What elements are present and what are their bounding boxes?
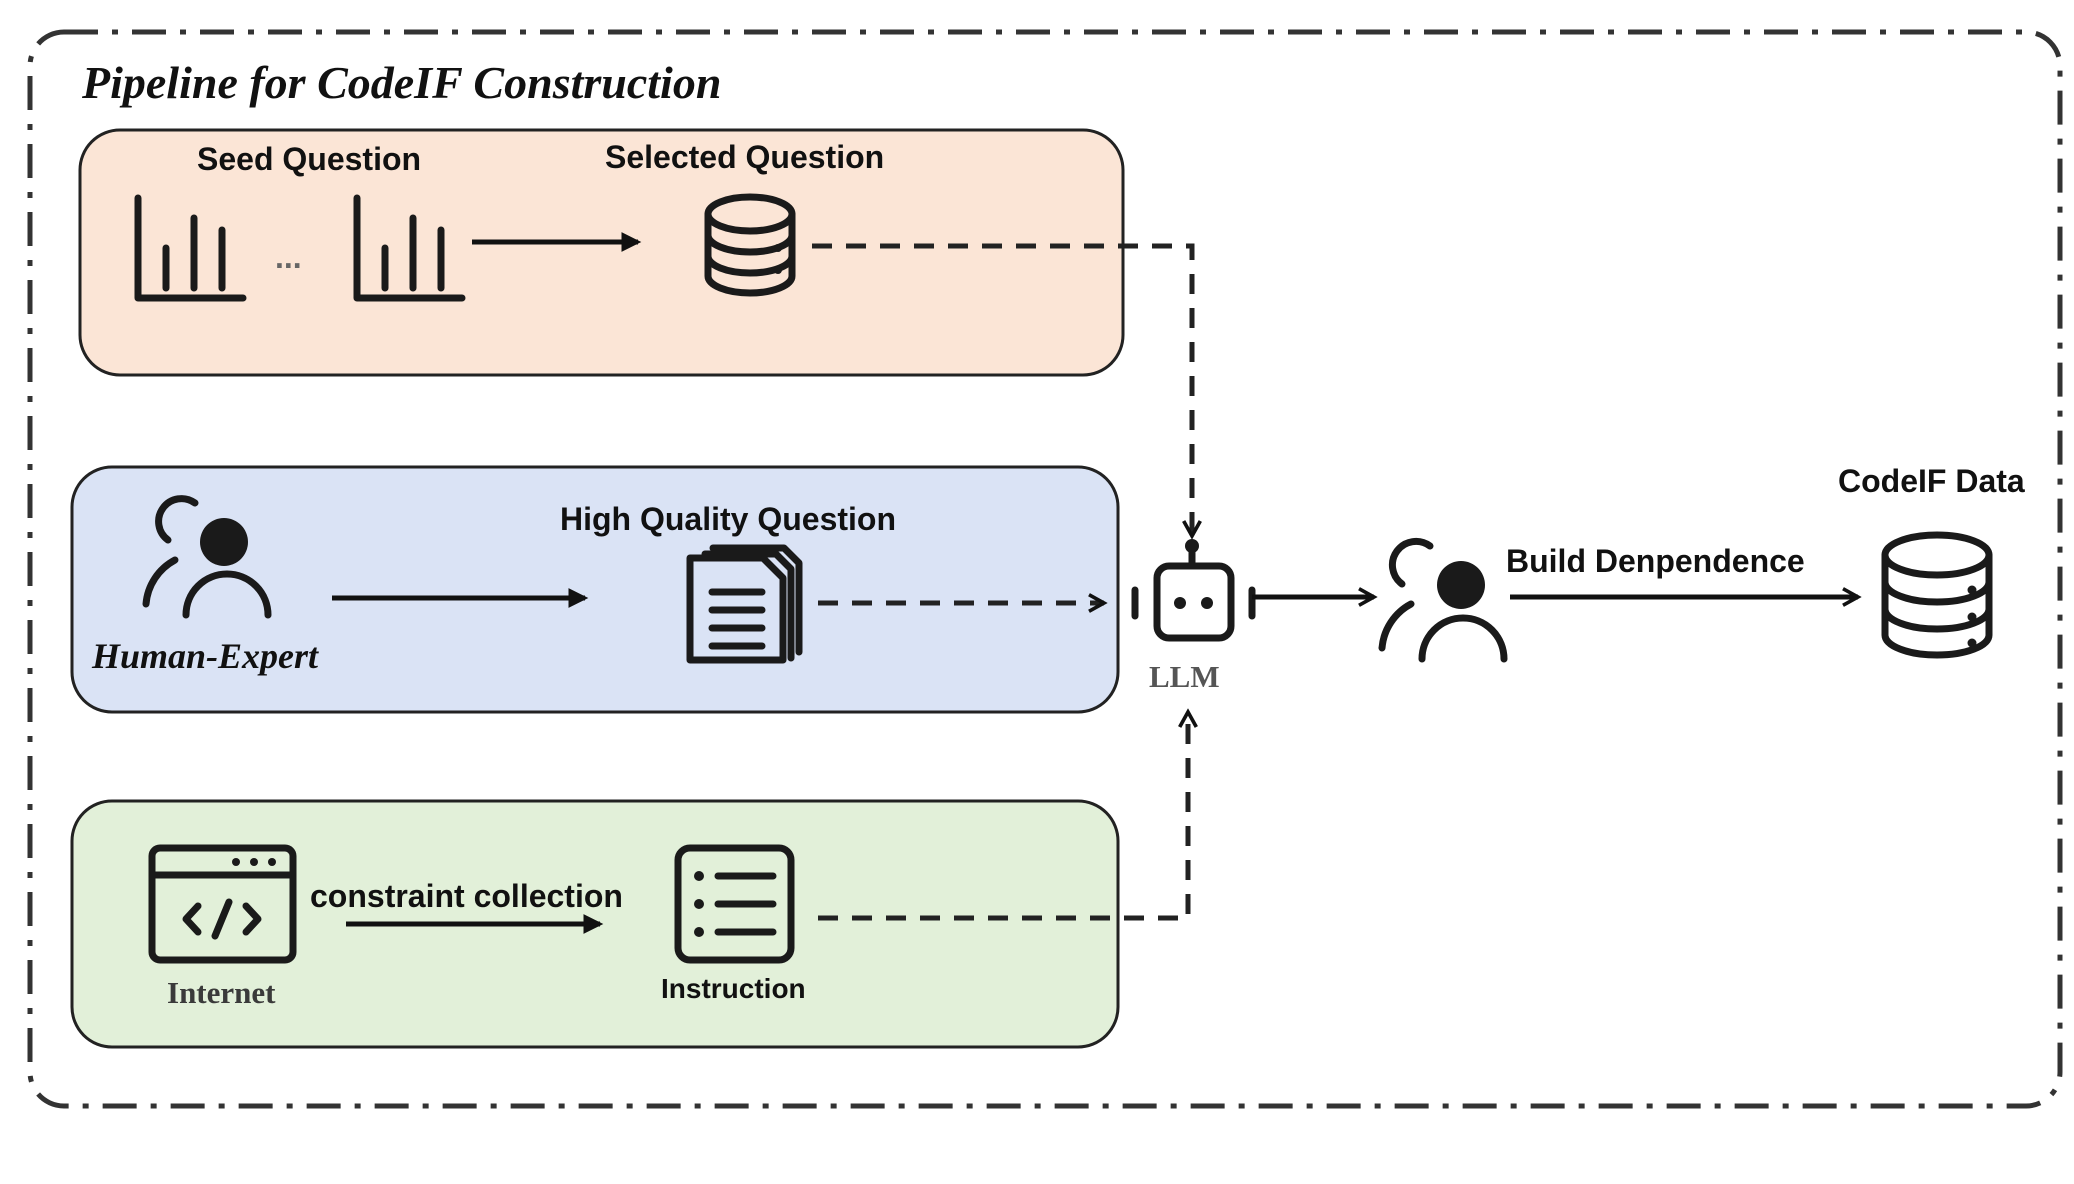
bar-chart-icon [134,194,247,302]
instruction-label: Instruction [661,973,806,1004]
person-icon [142,495,272,619]
database-icon [1881,531,1993,659]
bar-chart-icon [353,194,466,302]
selected-question-label: Selected Question [605,139,884,175]
robot-icon [1131,539,1256,642]
seed-question-label: Seed Question [197,141,421,177]
selected-to-llm-arrow [812,243,1192,536]
list-icon [674,844,795,964]
codeif-data-label: CodeIF Data [1838,463,2025,499]
person-icon [1378,537,1508,663]
human-expert-label: Human-Expert [91,636,319,676]
build-dependence-label: Build Denpendence [1506,543,1805,579]
human-expert-panel [70,465,1120,714]
constraint-collection-label: constraint collection [310,878,623,914]
code-window-icon [148,844,297,964]
database-icon [704,193,796,297]
diagram-title: Pipeline for CodeIF Construction [81,57,721,108]
outer-frame [27,29,2063,1109]
seed-ellipsis: ... [275,239,302,275]
documents-icon [686,544,803,664]
internet-label: Internet [167,975,276,1010]
seed-panel [78,128,1125,377]
high-quality-question-label: High Quality Question [560,501,896,537]
llm-label: LLM [1149,659,1220,694]
